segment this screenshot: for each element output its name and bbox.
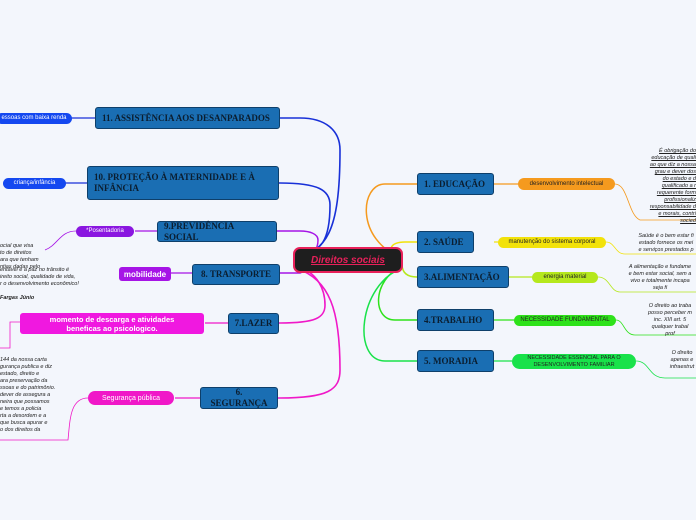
note-educacao: É obrigação do educação de quali ao que … [649,148,696,224]
central-topic[interactable]: Direitos sociais [293,247,403,273]
link-moradia [363,267,417,362]
link-alimentacao [401,263,418,278]
topic-previdencia-social[interactable]: 9.PREVIDÊNCIA SOCIAL [157,221,277,242]
subtopic-mobilidade[interactable]: mobilidade [119,267,171,281]
topic-moradia[interactable]: 5. MORADIA [417,350,494,372]
topic-educacao[interactable]: 1. EDUCAÇÃO [417,173,494,195]
subtopic-aposentadoria[interactable]: *Posentadoria [76,226,134,237]
subtopic-energia-material[interactable]: energia material [532,272,598,283]
link-seguranca [200,267,341,399]
link-lazer [228,265,326,324]
subtopic-seguranca-publica[interactable]: Segurança pública [88,391,174,405]
subtopic-manutencao-sistema-corporal[interactable]: manutenção do sistema corporal [498,237,606,248]
subtopic-descarga-atividades[interactable]: momento de descarga e atividades benefic… [20,313,204,334]
topic-lazer[interactable]: 7.LAZER [228,313,279,334]
note-transporte-author: Fargas Júnio [0,295,35,301]
subtopic-crianca-infancia[interactable]: criança/infância [3,178,66,189]
note-transporte-text: entável e a paz no trânsito é ireito soc… [0,267,79,287]
link-trabalho [377,265,417,321]
note-previdencia: ocial que visa to de direitos ara que te… [0,243,41,270]
topic-saude[interactable]: 2. SAÚDE [417,231,474,253]
topic-protecao-maternidade-infancia[interactable]: 10. PROTEÇÃO À MATERNIDADE E À INFÂNCIA [87,166,279,200]
subtopic-necessidade-essencial-familiar[interactable]: NECESSIDADE ESSENCIAL PARA O DESENVOLVIM… [512,354,636,369]
note-seguranca: 144 da nossa carta gurança publica e diz… [0,357,56,433]
topic-trabalho[interactable]: 4.TRABALHO [417,309,494,331]
topic-seguranca[interactable]: 6. SEGURANÇA [200,387,278,409]
subtopic-baixa-renda[interactable]: essoas com baixa renda [0,113,72,124]
note-alimentacao: A alimentação e fundame e bem estar soci… [628,264,692,291]
note-transporte: entável e a paz no trânsito é ireito soc… [0,260,118,302]
subtopic-necessidade-fundamental[interactable]: NECESSIDADE FUNDAMENTAL [514,315,616,326]
topic-alimentacao[interactable]: 3.ALIMENTAÇÃO [417,266,509,288]
note-moradia: O direito apenas e infraestrut [669,350,695,370]
topic-assistencia-desamparados[interactable]: 11. ASSISTÊNCIA AOS DESANPARADOS [95,107,280,129]
note-saude: Saúde é o bem estar fi estado fornece os… [638,233,694,253]
subtopic-desenvolvimento-intelectual[interactable]: desenvolvimento intelectual [518,178,615,190]
note-trabalho: O direito ao traba posso perceber m inc.… [647,303,693,337]
topic-transporte[interactable]: 8. TRANSPORTE [192,264,280,285]
